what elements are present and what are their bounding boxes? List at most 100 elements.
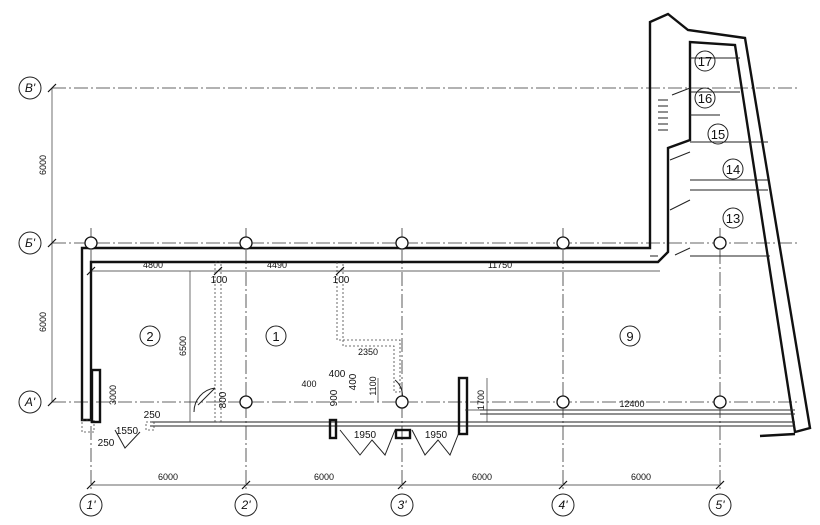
dim-text-bottom-3: 6000: [472, 472, 492, 482]
axis-bubble-2: [234, 493, 258, 517]
outer-wall: [80, 12, 812, 434]
room-bubble-15: [707, 123, 729, 145]
dim-text-100-a: 100: [211, 275, 228, 286]
doors: [90, 87, 691, 456]
axis-label-1: 1': [87, 498, 97, 512]
axis-label-2: 2': [241, 498, 252, 512]
axis-bubble-v: [18, 76, 42, 100]
column-a5: [713, 395, 727, 409]
dim-text-100-b: 100: [333, 275, 350, 286]
partitions: [81, 57, 770, 433]
exterior-walls: [80, 12, 812, 438]
axis-bubble-b: [18, 231, 42, 255]
dim-tick-b5: [715, 480, 725, 490]
dim-text-1950-b: 1950: [425, 430, 448, 441]
column-b2: [239, 236, 253, 250]
door-swing-3: [411, 429, 461, 456]
dim-text-bottom-4: 6000: [631, 472, 651, 482]
dim-text-2350: 2350: [358, 347, 378, 357]
axis-label-v: В': [25, 81, 36, 95]
dimension-texts: 6000 6000 6000 6000 6000 6000 4800 4490 …: [38, 155, 651, 482]
room-bubble-17: [694, 50, 716, 72]
axis-bubble-3: [390, 493, 414, 517]
dim-tick-t2: [213, 266, 223, 276]
axis-bubbles: В' Б' А' 1' 2' 3' 4' 5': [18, 76, 732, 517]
dim-tick-b4: [558, 480, 568, 490]
dim-tick-b1: [86, 480, 96, 490]
dim-text-4800: 4800: [143, 260, 163, 270]
dim-text-1550: 1550: [116, 426, 139, 437]
dim-text-1950-a: 1950: [354, 430, 377, 441]
pier-250: [145, 421, 155, 431]
room-bubble-2: [139, 325, 161, 347]
partition-room1: [336, 262, 401, 393]
dim-text-4490: 4490: [267, 260, 287, 270]
door-post-right: [457, 376, 469, 436]
axis-label-a: А': [24, 395, 36, 409]
column-b3: [395, 236, 409, 250]
dim-text-bottom-1: 6000: [158, 472, 178, 482]
dim-tick-b2: [241, 480, 251, 490]
dim-text-800: 800: [218, 391, 229, 408]
door-post-mid: [394, 428, 412, 440]
front-wall-right-stub: [759, 432, 796, 438]
pier-left-bottom: [81, 419, 95, 433]
dim-text-3000: 3000: [108, 385, 118, 405]
dim-text-400-a: 400: [301, 379, 316, 389]
column-b5: [713, 236, 727, 250]
room-number-15: 15: [711, 127, 725, 142]
door-swing-1: [193, 387, 216, 413]
room-bubble-14: [722, 158, 744, 180]
axis-bubble-1: [79, 493, 103, 517]
door-post-far-left: [90, 368, 102, 424]
room-bubble-13: [722, 207, 744, 229]
dim-tick-l3: [47, 397, 57, 407]
column-a2: [239, 395, 253, 409]
axis-label-b: Б': [25, 236, 36, 250]
room-number-13: 13: [726, 211, 740, 226]
room-bubble-16: [694, 87, 716, 109]
dim-text-900: 900: [329, 389, 340, 406]
dim-text-bottom-2: 6000: [314, 472, 334, 482]
dim-text-left-1: 6000: [38, 155, 48, 175]
dim-tick-l1: [47, 83, 57, 93]
room-number-2: 2: [146, 329, 153, 344]
column-b1: [84, 236, 98, 250]
dim-text-6500: 6500: [178, 336, 188, 356]
room-bubble-1: [265, 325, 287, 347]
axis-label-5: 5': [716, 498, 726, 512]
room-number-1: 1: [272, 329, 279, 344]
dim-text-250-a: 250: [144, 410, 161, 421]
room-number-14: 14: [726, 162, 740, 177]
dim-text-1700: 1700: [476, 390, 486, 410]
room-number-9: 9: [626, 329, 633, 344]
partition-room2: [214, 261, 222, 423]
dim-text-left-2: 6000: [38, 312, 48, 332]
dim-text-12400: 12400: [619, 399, 644, 409]
dim-text-400-vert: 400: [348, 373, 359, 390]
axis-bubble-a: [18, 390, 42, 414]
axis-bubble-5: [708, 493, 732, 517]
axis-bubble-4: [551, 493, 575, 517]
column-b4: [556, 236, 570, 250]
dim-text-400-b: 400: [329, 369, 346, 380]
dim-tick-t1: [86, 266, 96, 276]
door-swing-2: [339, 429, 396, 456]
room-number-17: 17: [698, 54, 712, 69]
room-number-16: 16: [698, 91, 712, 106]
door-swing-6: [669, 87, 691, 256]
door-swing-4: [114, 429, 141, 449]
dim-text-1100: 1100: [368, 376, 378, 395]
door-post-left: [328, 418, 338, 440]
dim-tick-l2: [47, 238, 57, 248]
column-a3: [395, 395, 409, 409]
column-a4: [556, 395, 570, 409]
columns: [84, 236, 727, 409]
dim-text-11750: 11750: [488, 260, 512, 270]
dimension-lines: [47, 83, 795, 490]
room-tags: 2 1 9 13 14 15 16 17: [139, 50, 744, 347]
stair-lines: [658, 99, 668, 131]
axis-label-4: 4': [559, 498, 569, 512]
dim-tick-t3: [335, 266, 345, 276]
